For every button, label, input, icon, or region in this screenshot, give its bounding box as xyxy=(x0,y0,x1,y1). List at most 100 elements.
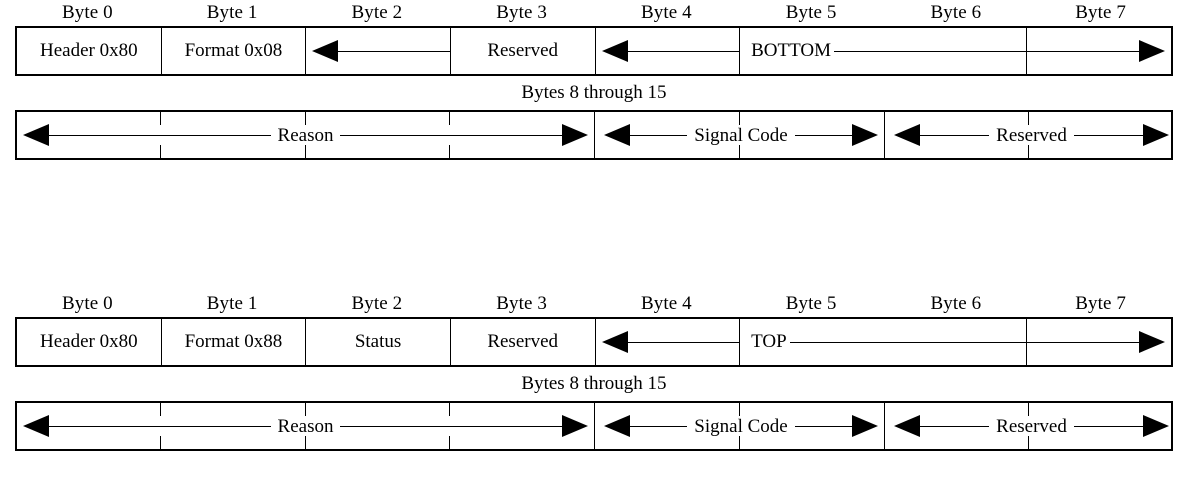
field-label: Reserved xyxy=(484,331,562,353)
arrow-left-icon xyxy=(894,124,920,146)
rule-line xyxy=(920,425,990,427)
byte-cell-1: Format 0x88 xyxy=(162,319,307,365)
byte-tick xyxy=(305,112,306,125)
span-field-1: Signal Code xyxy=(604,403,879,449)
rule-line xyxy=(920,134,990,136)
byte-label-0: Byte 0 xyxy=(62,2,113,23)
byte-cell-5: BOTTOM xyxy=(740,28,884,74)
byte-cell-2: Status xyxy=(306,319,451,365)
byte-label-5: Byte 5 xyxy=(785,2,837,23)
byte-label-2: Byte 2 xyxy=(351,2,403,23)
rule-line xyxy=(794,134,853,136)
arrow-right-icon xyxy=(562,415,588,437)
arrow-right-icon xyxy=(1143,415,1170,437)
byte-cell-4 xyxy=(596,28,741,74)
byte-tick xyxy=(739,436,740,449)
span-field-2: Reserved xyxy=(894,112,1170,158)
arrow-right-group xyxy=(1027,331,1165,353)
rule-line xyxy=(49,134,271,136)
rule-line xyxy=(340,425,562,427)
arrow-right-icon xyxy=(852,124,879,146)
byte-span-row: Reason Signal Code Reserved xyxy=(15,401,1173,451)
byte-tick xyxy=(160,145,161,158)
byte-cell-6 xyxy=(883,319,1028,365)
byte-cell-1: Format 0x08 xyxy=(162,28,307,74)
byte-label-7: Byte 7 xyxy=(1075,293,1126,314)
span-field-label: Reserved xyxy=(996,415,1067,437)
row-caption: Bytes 8 through 15 xyxy=(521,373,667,394)
field-label: Reserved xyxy=(484,40,562,62)
rule-line xyxy=(1073,425,1144,427)
byte-tick xyxy=(160,112,161,125)
span-divider xyxy=(884,403,885,449)
byte-tick xyxy=(160,436,161,449)
byte-tick xyxy=(739,112,740,125)
span-divider xyxy=(884,112,885,158)
span-divider xyxy=(594,403,595,449)
byte-cell-2 xyxy=(306,28,451,74)
rule-line xyxy=(883,342,1028,343)
span-field-label: Reason xyxy=(277,124,334,146)
arrow-left-icon xyxy=(23,415,49,437)
field-label: Status xyxy=(351,331,405,353)
byte-tick xyxy=(1028,112,1029,125)
rule-line xyxy=(627,341,740,343)
byte-label-2: Byte 2 xyxy=(351,293,403,314)
rule-line xyxy=(883,51,1028,52)
byte-cell-3: Reserved xyxy=(451,319,596,365)
arrow-right-icon xyxy=(1139,331,1165,353)
byte-cell-0: Header 0x80 xyxy=(17,28,162,74)
byte-tick xyxy=(739,403,740,416)
rule-line xyxy=(1027,50,1139,52)
byte-label-6: Byte 6 xyxy=(930,2,982,23)
byte-label-4: Byte 4 xyxy=(641,2,692,23)
byte-field-row: Header 0x80 Format 0x08 Reserved BOTTOM xyxy=(15,26,1173,76)
rule-line xyxy=(49,425,271,427)
byte-cell-4 xyxy=(596,319,741,365)
rule-line xyxy=(627,50,740,52)
span-field-label: Signal Code xyxy=(694,124,788,146)
byte-tick xyxy=(305,436,306,449)
byte-cell-7 xyxy=(1027,319,1171,365)
byte-label-3: Byte 3 xyxy=(496,2,547,23)
byte-label-1: Byte 1 xyxy=(206,293,258,314)
byte-cell-0: Header 0x80 xyxy=(17,319,162,365)
byte-label-3: Byte 3 xyxy=(496,293,547,314)
span-divider xyxy=(594,112,595,158)
span-field-2: Reserved xyxy=(894,403,1170,449)
arrow-right-icon xyxy=(1143,124,1170,146)
byte-tick xyxy=(1028,145,1029,158)
arrow-left-icon xyxy=(312,40,339,62)
arrow-right-icon xyxy=(562,124,588,146)
byte-tick xyxy=(449,145,450,158)
span-field-label: Signal Code xyxy=(694,415,788,437)
field-label: Header 0x80 xyxy=(37,331,141,353)
arrow-left-icon xyxy=(604,124,630,146)
byte-tick xyxy=(305,403,306,416)
field-label: Format 0x08 xyxy=(181,40,286,62)
byte-cell-7 xyxy=(1027,28,1171,74)
span-field-0: Reason xyxy=(23,403,588,449)
arrow-right-icon xyxy=(1139,40,1165,62)
byte-label-4: Byte 4 xyxy=(641,293,692,314)
byte-label-6: Byte 6 xyxy=(930,293,982,314)
field-label: BOTTOM xyxy=(748,40,835,62)
span-field-1: Signal Code xyxy=(604,112,879,158)
rule-line xyxy=(748,342,884,343)
byte-label-1: Byte 1 xyxy=(206,2,258,23)
byte-tick xyxy=(449,436,450,449)
span-field-label: Reason xyxy=(277,415,334,437)
field-label: Format 0x88 xyxy=(181,331,286,353)
arrow-left-icon xyxy=(604,415,630,437)
rule-line xyxy=(340,134,562,136)
rule-line xyxy=(794,425,853,427)
span-field-0: Reason xyxy=(23,112,588,158)
byte-span-row: Reason Signal Code Reserved xyxy=(15,110,1173,160)
byte-tick xyxy=(449,112,450,125)
rule-line xyxy=(1073,134,1144,136)
arrow-left-icon xyxy=(894,415,920,437)
span-field-label: Reserved xyxy=(996,124,1067,146)
arrow-left-group xyxy=(601,331,740,353)
rule-line xyxy=(630,134,688,136)
